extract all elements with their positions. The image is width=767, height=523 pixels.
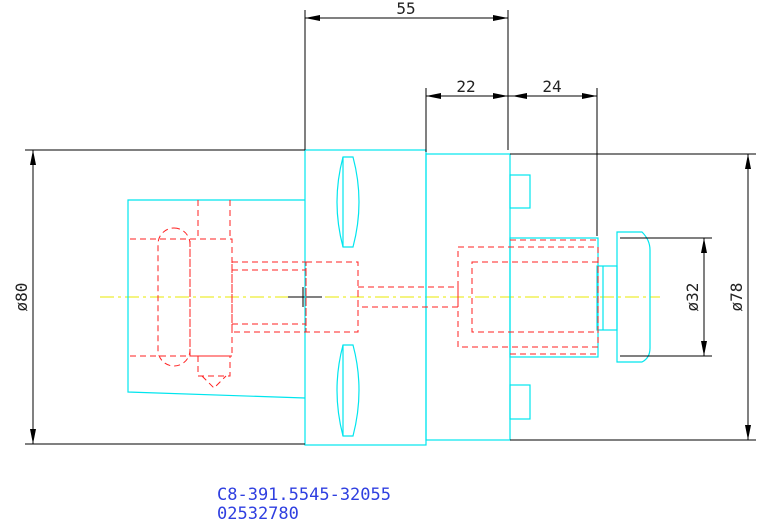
hidden-bottom [197, 356, 231, 377]
drive-slot-upper [336, 156, 360, 248]
arrow-24-right [582, 93, 597, 99]
part-code: 02532780 [217, 504, 299, 523]
hidden-lines [130, 200, 599, 389]
front-bore-inner [471, 261, 599, 333]
dim-label-dia80: ø80 [12, 283, 31, 312]
part-number: C8-391.5545-32055 [217, 485, 391, 505]
dim-label-22: 22 [456, 77, 475, 96]
dimensions [25, 10, 756, 445]
drive-slot-lower [336, 344, 360, 437]
arrow-80-top [30, 150, 36, 165]
dim-label-dia32: ø32 [683, 283, 702, 312]
dim-label-dia78: ø78 [727, 283, 746, 312]
lug-upper [509, 174, 531, 209]
arrow-55-left [305, 15, 320, 21]
hidden-drill-tip [201, 375, 227, 389]
pull-stud-hidden [157, 227, 191, 367]
dim-label-24: 24 [542, 77, 561, 96]
arrow-22-left [426, 93, 441, 99]
bore-step-2 [305, 261, 359, 333]
dim-label-55: 55 [396, 0, 415, 18]
neck [596, 265, 618, 331]
arrow-22-right [493, 93, 508, 99]
arrow-32-top [701, 238, 707, 253]
arrow-24-left [512, 93, 527, 99]
arrow-32-bottom [701, 341, 707, 356]
arrow-78-bottom [745, 425, 751, 440]
front-screw-head [616, 231, 651, 363]
arrow-80-bottom [30, 429, 36, 444]
taper-shank-outline [127, 199, 306, 399]
lug-lower [509, 384, 531, 420]
arrow-78-top [745, 154, 751, 169]
bore-step-1 [231, 261, 307, 333]
arrow-55-right [493, 15, 508, 21]
